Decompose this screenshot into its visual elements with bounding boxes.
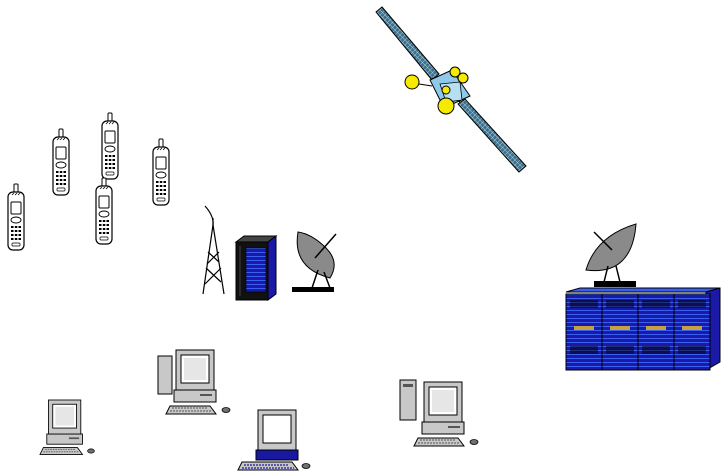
satellite-dish-icon (586, 224, 636, 287)
mainframe-server-icon (566, 288, 720, 370)
mobile-phone-icon (8, 184, 24, 250)
radio-tower-icon (203, 206, 224, 294)
satellite-dish-icon (292, 232, 336, 292)
server-rack-icon (236, 236, 276, 300)
desktop-computer-icon (158, 350, 230, 414)
mobile-phone-icon (153, 139, 169, 205)
mobile-phone-icon (102, 113, 118, 179)
mobile-phone-icon (53, 129, 69, 195)
desktop-computer-icon (238, 410, 310, 470)
desktop-computer-icon (400, 380, 478, 446)
desktop-computer-icon (40, 400, 94, 454)
satellite-icon (376, 7, 526, 172)
mobile-phone-icon (96, 178, 112, 244)
